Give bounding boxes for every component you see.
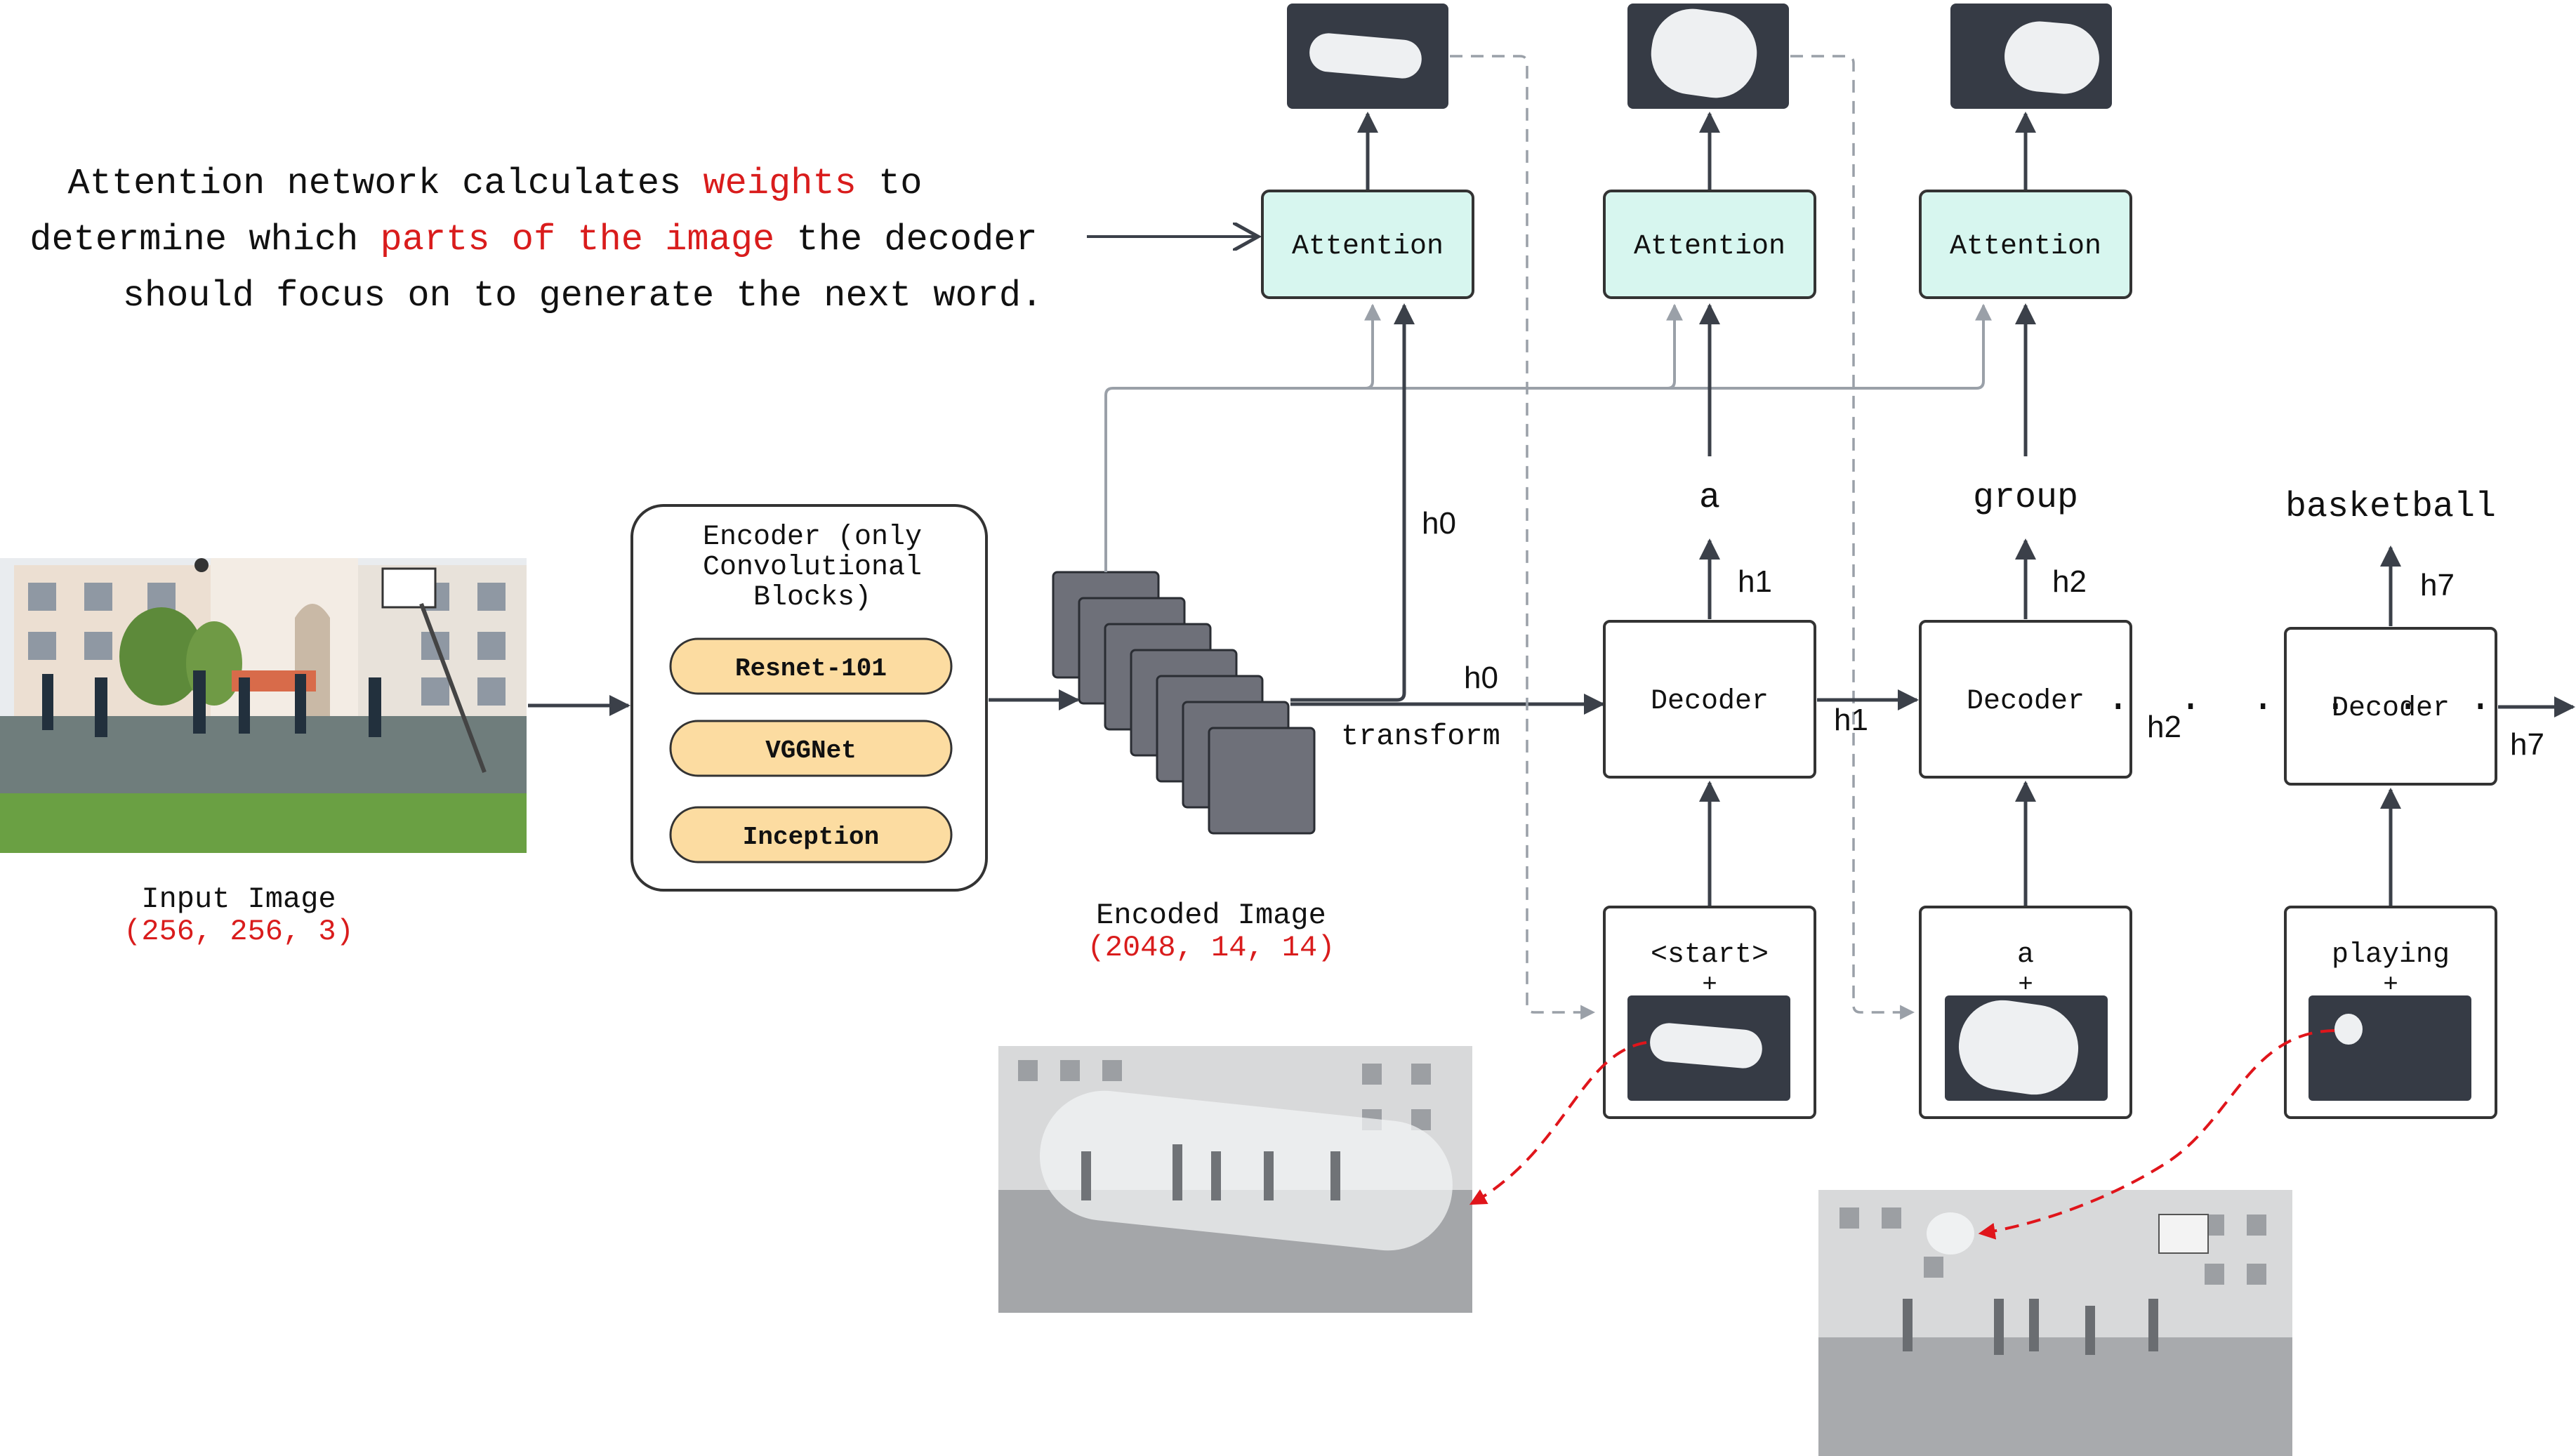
word-1: a	[1699, 478, 1720, 518]
plus-sign: +	[1702, 970, 1717, 999]
encoded-image-shape: (2048, 14, 14)	[1088, 931, 1335, 965]
plus-sign: +	[2383, 970, 2398, 999]
attention-map-3	[1950, 4, 2112, 109]
attention-label: Attention	[1634, 231, 1785, 263]
attended-image-1	[998, 1046, 1472, 1313]
h0-label-vertical: h0	[1422, 506, 1456, 541]
attended-image-2	[1818, 1190, 2292, 1456]
h2-label-chain: h2	[2147, 710, 2181, 744]
caption-line-3: should focus on to generate the next wor…	[123, 275, 1043, 317]
decoder-input-1: <start> +	[1603, 906, 1816, 1119]
plus-sign: +	[2018, 970, 2033, 999]
attention-map-1	[1287, 4, 1448, 109]
encoder-block-label: VGGNet	[765, 736, 857, 765]
decoder-chain-arrows	[1817, 689, 2575, 717]
decoder-7: Decoder	[2284, 627, 2497, 786]
decoder-label: Decoder	[1651, 686, 1769, 717]
encoder-title-line-1: Encoder (only	[703, 522, 922, 553]
attention-label: Attention	[1950, 231, 2101, 263]
attention-label: Attention	[1292, 231, 1444, 263]
encoder-box	[630, 504, 988, 892]
caption-line-1: Attention network calculates weights to	[67, 163, 922, 204]
decoder-1: Decoder	[1603, 620, 1816, 779]
encoder-title: Encoder (only Convolutional Blocks)	[703, 522, 922, 614]
encoder-block-vggnet: VGGNet	[669, 720, 953, 777]
attention-module-3: Attention	[1919, 190, 2132, 299]
caption: Attention network calculates weights to …	[29, 163, 1043, 317]
attention-module-1: Attention	[1261, 190, 1474, 299]
attention-to-map-arrows	[1357, 112, 2036, 190]
input-token: playing	[2332, 939, 2450, 971]
word-7: basketball	[2285, 487, 2496, 527]
h7-label-up: h7	[2420, 568, 2455, 602]
attention-module-2: Attention	[1603, 190, 1816, 299]
decoder-to-word-arrows	[1699, 538, 2401, 626]
encoder-block-label: Resnet-101	[735, 654, 887, 683]
attention-map-dashed-links	[1450, 55, 1915, 1020]
encoder-block-label: Inception	[743, 823, 879, 852]
caption-line-2: determine which parts of the image the d…	[29, 219, 1037, 260]
encoded-image-label: Encoded Image	[1096, 899, 1326, 932]
word-to-attention-arrows	[1699, 303, 2036, 456]
input-image-shape: (256, 256, 3)	[124, 915, 354, 948]
input-to-decoder-arrows	[1699, 781, 2401, 906]
decoder-2: Decoder	[1919, 620, 2132, 779]
decoder-input-2: a +	[1919, 906, 2132, 1119]
h7-label-chain: h7	[2510, 727, 2544, 762]
encoder-title-line-3: Blocks)	[753, 582, 871, 614]
encoder-block-inception: Inception	[669, 806, 953, 863]
input-token: a	[2017, 939, 2034, 971]
input-image	[0, 558, 527, 853]
h0-label-horizontal: h0	[1464, 661, 1498, 695]
encoder-block-resnet: Resnet-101	[669, 637, 953, 695]
ellipsis: . . . . . .	[2106, 676, 2505, 721]
h0-to-attention-arrow	[1290, 303, 1415, 702]
encoded-feature-stack	[1052, 571, 1316, 835]
input-token: <start>	[1651, 939, 1769, 971]
word-2: group	[1973, 478, 2078, 518]
input-image-label: Input Image	[141, 882, 336, 916]
h1-label-up: h1	[1738, 564, 1772, 599]
encoder-title-line-2: Convolutional	[703, 552, 922, 583]
decoder-label: Decoder	[1967, 686, 2085, 717]
attention-pointers	[1469, 1029, 2335, 1240]
encoded-image-to-attention-lines	[1104, 303, 1992, 572]
decoder-input-7: playing +	[2284, 906, 2497, 1119]
h2-label-up: h2	[2052, 564, 2087, 599]
transform-label: transform	[1341, 720, 1500, 753]
attention-map-2	[1627, 4, 1789, 109]
h1-label-chain: h1	[1834, 703, 1868, 737]
decoder-label: Decoder	[2332, 693, 2450, 724]
